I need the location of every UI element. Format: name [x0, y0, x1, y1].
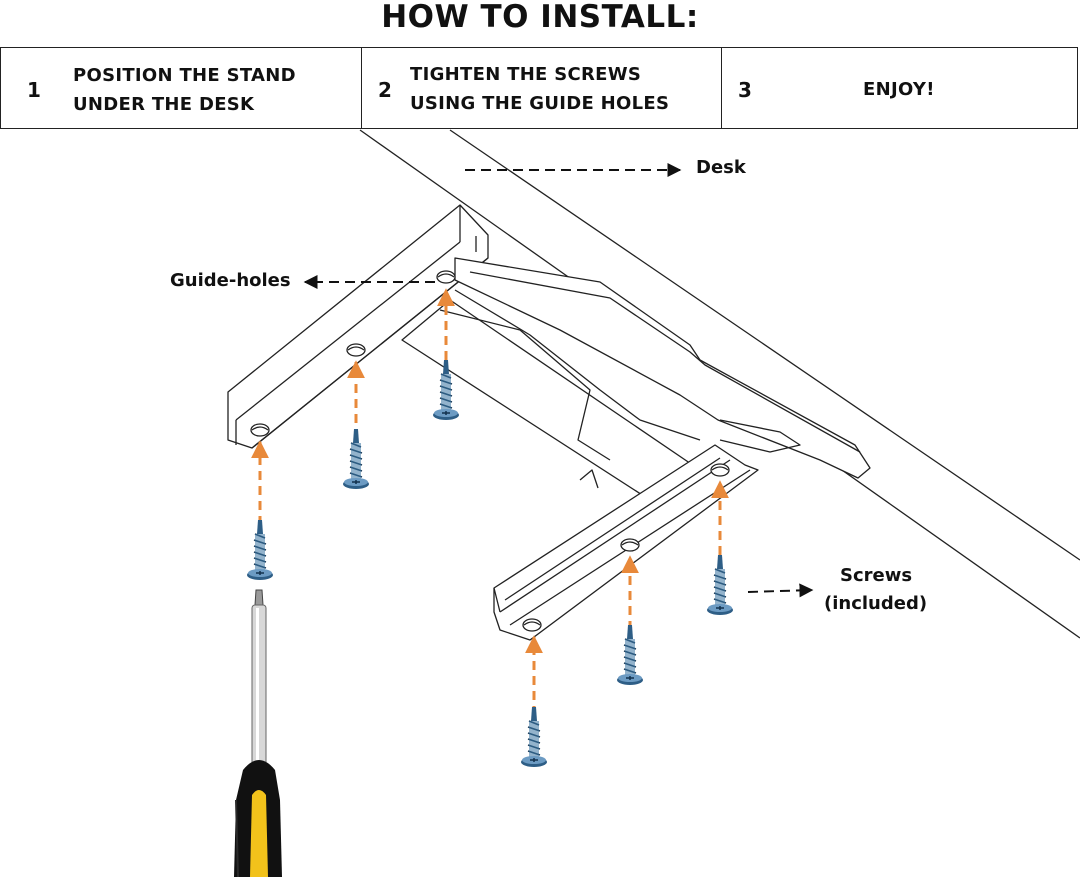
screws-included-label: (included) [824, 593, 928, 614]
steps-table: 1 POSITION THE STAND UNDER THE DESK 2 TI… [0, 47, 1078, 129]
screwdriver-icon [234, 589, 282, 877]
desk-label: Desk [696, 157, 746, 178]
screws-label: Screws [840, 565, 913, 586]
step-1: 1 POSITION THE STAND UNDER THE DESK [1, 48, 361, 128]
page-title: HOW TO INSTALL: [381, 0, 699, 35]
step-1-text: POSITION THE STAND UNDER THE DESK [73, 65, 296, 115]
step-3: 3 ENJOY! [721, 48, 1077, 128]
screw-icon [616, 624, 644, 686]
step-2-number: 2 [378, 78, 392, 102]
screw-icon [520, 706, 548, 768]
guide-arrows [251, 288, 729, 715]
guide-holes [250, 270, 730, 632]
screw-icon [342, 428, 370, 490]
step-2-text: TIGHTEN THE SCREWS USING THE GUIDE HOLES [410, 64, 670, 114]
guide-holes-label: Guide-holes [170, 270, 291, 291]
step-2: 2 TIGHTEN THE SCREWS USING THE GUIDE HOL… [361, 48, 721, 128]
step-3-number: 3 [738, 78, 752, 102]
step-1-number: 1 [27, 78, 41, 102]
screw-icon [246, 519, 274, 581]
arrow-icon [747, 583, 814, 598]
stand-body [401, 257, 871, 501]
left-rail [227, 204, 489, 449]
step-3-text: ENJOY! [863, 79, 935, 100]
screw-icon [706, 554, 734, 616]
